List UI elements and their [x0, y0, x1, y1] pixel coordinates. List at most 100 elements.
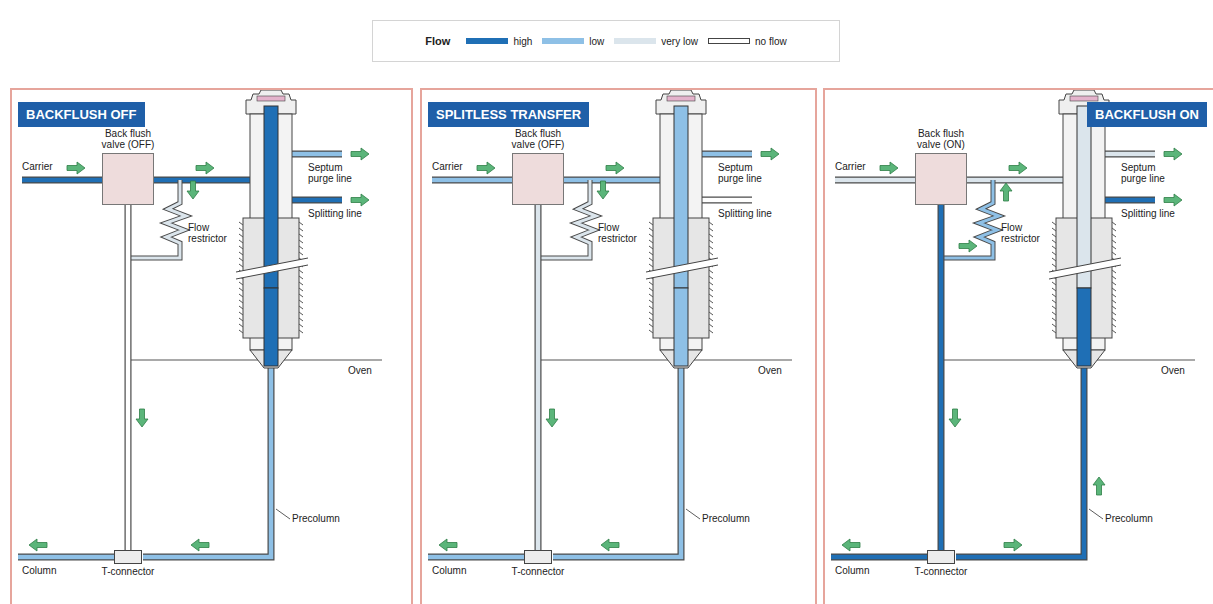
- part-label: Flow restrictor: [1001, 222, 1053, 244]
- panel-drawing: [18, 90, 382, 557]
- liner: [674, 288, 688, 366]
- pipe-flow: [22, 178, 102, 183]
- legend-item: no flow: [708, 36, 787, 47]
- thread: [299, 240, 303, 243]
- pipe-wall: [18, 554, 114, 561]
- thread: [709, 282, 713, 285]
- thread: [649, 324, 653, 327]
- thread: [649, 312, 653, 315]
- thread: [1052, 318, 1056, 321]
- thread: [239, 300, 243, 303]
- thread: [1112, 318, 1116, 321]
- pipe-wall: [154, 177, 264, 184]
- thread: [299, 270, 303, 273]
- flow-arrow: [187, 181, 199, 199]
- thread: [649, 222, 653, 225]
- thread: [239, 306, 243, 309]
- panel-drawing: [831, 90, 1195, 557]
- part-label: Oven: [1161, 365, 1185, 376]
- thread: [1052, 288, 1056, 291]
- pipe-flow: [956, 364, 1084, 557]
- thread: [1052, 306, 1056, 309]
- oven-wall: [540, 359, 792, 360]
- thread: [1052, 324, 1056, 327]
- pipe-flow: [126, 205, 131, 550]
- part-label: Splitting line: [1121, 208, 1177, 219]
- flow-arrow: [546, 409, 558, 427]
- part-label: Flow restrictor: [598, 222, 650, 244]
- pipe-flow: [428, 555, 524, 560]
- flow-arrow: [842, 539, 860, 551]
- thread: [649, 258, 653, 261]
- part-label: Flow restrictor: [188, 222, 240, 244]
- thread: [1112, 294, 1116, 297]
- thread: [1052, 222, 1056, 225]
- legend-swatch: [466, 38, 508, 44]
- liner: [264, 106, 278, 288]
- thread: [299, 288, 303, 291]
- valve-box: Back flush valve (ON): [915, 153, 967, 205]
- thread: [299, 306, 303, 309]
- flow-arrow: [136, 409, 148, 427]
- pipe-flow: [831, 555, 927, 560]
- thread: [239, 312, 243, 315]
- pipe-wall: [22, 177, 102, 184]
- thread: [1112, 240, 1116, 243]
- valve-box: Back flush valve (OFF): [102, 153, 154, 205]
- thread: [1112, 234, 1116, 237]
- thread: [299, 312, 303, 315]
- thread: [239, 228, 243, 231]
- pipe-wall: [428, 554, 524, 561]
- panel-title: SPLITLESS TRANSFER: [428, 102, 589, 127]
- thread: [709, 240, 713, 243]
- flow-arrow: [1093, 477, 1105, 495]
- thread: [1112, 270, 1116, 273]
- pipe-flow: [702, 152, 752, 157]
- thread: [709, 330, 713, 333]
- thread: [299, 246, 303, 249]
- pipe-wall: [292, 151, 342, 158]
- liner: [264, 288, 278, 366]
- pipe-wall: [292, 197, 342, 204]
- break-mark: [646, 258, 718, 272]
- t-connector-label: T-connector: [512, 566, 565, 577]
- thread: [649, 246, 653, 249]
- thread: [239, 288, 243, 291]
- thread: [299, 276, 303, 279]
- thread: [709, 318, 713, 321]
- part-label: Carrier: [22, 161, 53, 172]
- pipe-flow: [967, 178, 1077, 183]
- thread: [1112, 282, 1116, 285]
- septum: [1070, 96, 1098, 101]
- thread: [709, 246, 713, 249]
- thread: [709, 324, 713, 327]
- legend: Flowhighlowvery lowno flow: [372, 20, 840, 62]
- break-mark: [646, 265, 718, 279]
- thread: [299, 330, 303, 333]
- valve-label: Back flush valve (ON): [905, 128, 977, 150]
- thread: [1112, 288, 1116, 291]
- part-label: Septum purge line: [718, 162, 780, 184]
- flow-arrow: [29, 539, 47, 551]
- break-mark: [236, 258, 308, 272]
- legend-text: high: [513, 36, 532, 47]
- flow-arrow: [601, 539, 619, 551]
- pipe-wall: [967, 177, 1077, 184]
- thread: [1052, 264, 1056, 267]
- pipe-wall: [432, 177, 512, 184]
- part-label: Oven: [348, 365, 372, 376]
- pipe-wall: [702, 197, 752, 204]
- thread: [1052, 300, 1056, 303]
- thread: [1112, 324, 1116, 327]
- leader-line: [686, 509, 700, 519]
- thread: [1112, 306, 1116, 309]
- thread: [649, 264, 653, 267]
- pipe-wall: [938, 205, 945, 550]
- pipe-flow: [835, 178, 915, 183]
- pipe-flow: [1105, 152, 1155, 157]
- thread: [709, 228, 713, 231]
- pipe-wall: [1105, 151, 1155, 158]
- thread: [709, 276, 713, 279]
